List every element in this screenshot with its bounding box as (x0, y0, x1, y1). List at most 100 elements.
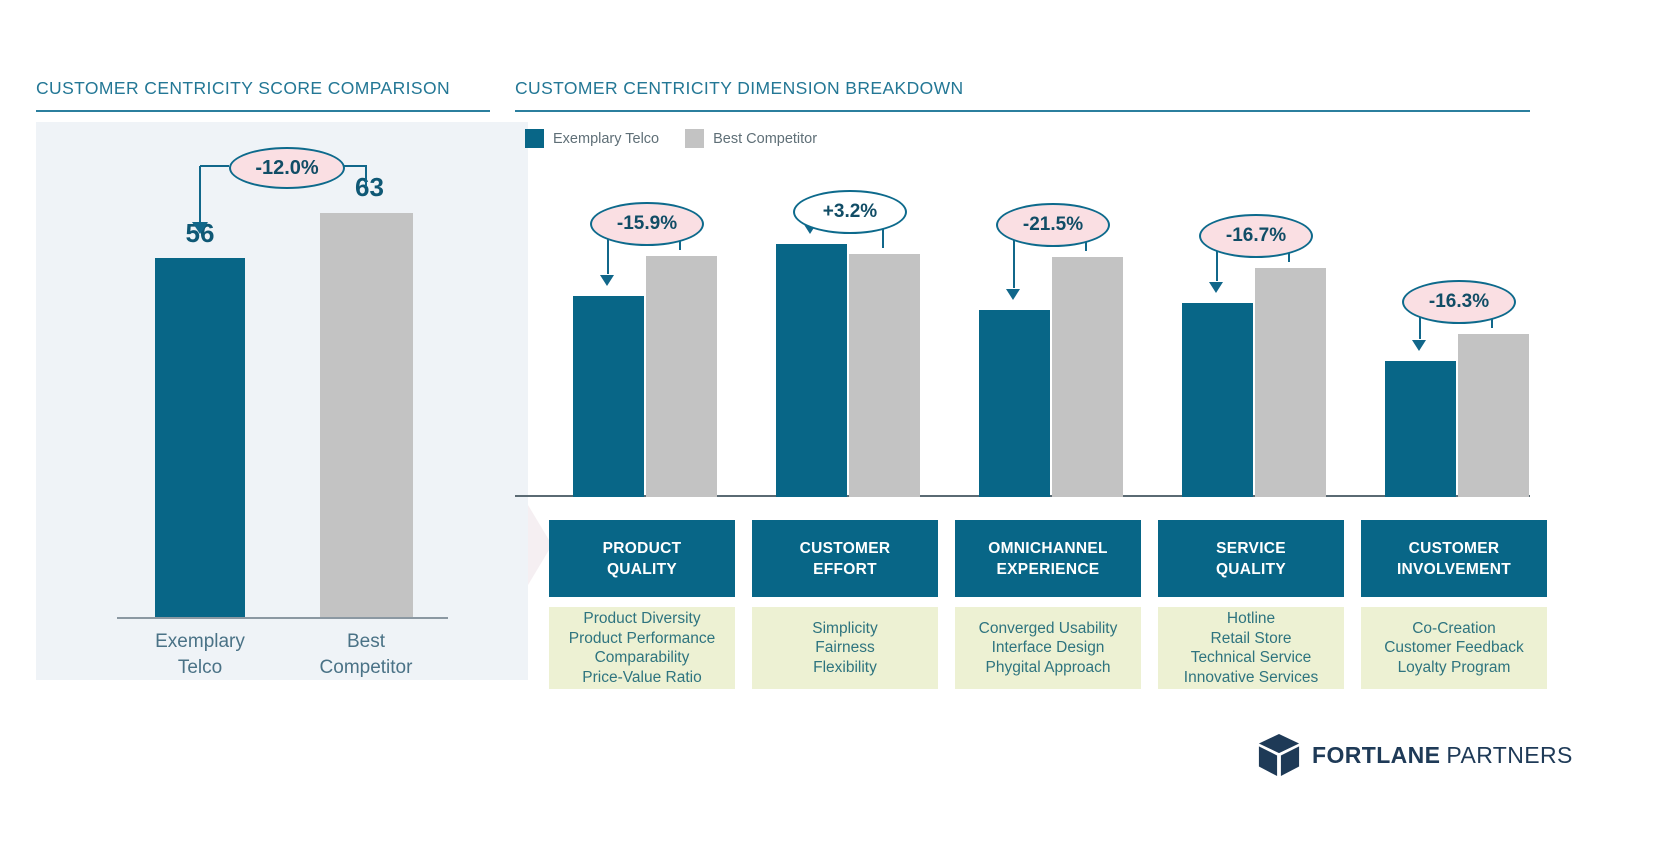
category-line: Best (346, 631, 386, 652)
logo-brand-bold: FORTLANE (1312, 741, 1441, 768)
header-line: QUALITY (606, 560, 678, 578)
dimension-column-service-quality: -16.7% SERVICE QUALITY Hotline Retail St… (1158, 170, 1344, 689)
dimension-column-product-quality: -15.9% PRODUCT QUALITY Product Diversity… (549, 170, 735, 689)
delta-bubble: -12.0% (229, 147, 345, 189)
legend-swatch-gray-icon (685, 129, 705, 148)
header-line: EFFORT (813, 560, 877, 578)
connector-line (341, 165, 367, 167)
delta-bubble: -16.3% (1402, 280, 1516, 324)
dimension-header: CUSTOMER INVOLVEMENT (1361, 520, 1547, 597)
connector-line (1419, 300, 1421, 339)
item-line: Converged Usability (978, 619, 1118, 637)
category-label-competitor: Best Competitor (286, 629, 446, 681)
delta-bubble: -16.7% (1199, 214, 1313, 258)
delta-bubble: -15.9% (590, 202, 704, 246)
bar-best-competitor (1255, 268, 1326, 497)
header-line: CUSTOMER (799, 539, 891, 557)
header-line: QUALITY (1215, 560, 1287, 578)
plot-cell: -15.9% (549, 170, 735, 497)
bar-exemplary-telco (1385, 361, 1456, 497)
item-line: Retail Store (1210, 629, 1292, 647)
connector-line (1216, 234, 1218, 281)
bar-exemplary-telco (155, 258, 245, 617)
legend-entry-competitor: Best Competitor (685, 129, 817, 148)
item-line: Product Performance (568, 629, 716, 647)
dimension-items: Simplicity Fairness Flexibility (752, 607, 938, 689)
arrow-down-icon (600, 275, 614, 286)
bar-best-competitor (646, 256, 717, 497)
arrow-down-icon (803, 223, 817, 234)
x-axis-line (117, 617, 448, 619)
connector-line (1013, 223, 1015, 288)
item-line: Hotline (1226, 610, 1276, 627)
delta-bubble: -21.5% (996, 203, 1110, 247)
legend-label: Exemplary Telco (553, 130, 660, 147)
plot-cell: -21.5% (955, 170, 1141, 497)
arrow-down-icon (192, 222, 208, 234)
dimension-items: Hotline Retail Store Technical Service I… (1158, 607, 1344, 689)
item-line: Price-Value Ratio (582, 668, 702, 686)
category-label-exemplary: Exemplary Telco (120, 629, 280, 681)
dimension-column-customer-involvement: -16.3% CUSTOMER INVOLVEMENT Co-Creation … (1361, 170, 1547, 689)
item-line: Innovative Services (1183, 668, 1319, 686)
connector-line (607, 222, 609, 274)
legend-entry-exemplary: Exemplary Telco (525, 129, 659, 148)
bar-exemplary-telco (776, 244, 847, 497)
plot-cell: -16.3% (1361, 170, 1547, 497)
score-chart: 56 63 Exemplary Telco Best Competitor -1… (36, 122, 552, 681)
delta-bubble: +3.2% (793, 190, 907, 234)
dimension-items: Co-Creation Customer Feedback Loyalty Pr… (1361, 607, 1547, 689)
logo-brand-regular: PARTNERS (1446, 741, 1573, 768)
dimension-column-customer-effort: +3.2% CUSTOMER EFFORT Simplicity Fairnes… (752, 170, 938, 689)
bar-exemplary-telco (1182, 303, 1253, 497)
dimension-column-omnichannel-experience: -21.5% OMNICHANNEL EXPERIENCE Converged … (955, 170, 1141, 689)
header-line: INVOLVEMENT (1396, 560, 1512, 578)
bar-exemplary-telco (573, 296, 644, 497)
category-line: Competitor (319, 657, 413, 678)
item-line: Phygital Approach (985, 658, 1111, 676)
plot-cell: +3.2% (752, 170, 938, 497)
connector-line (199, 166, 201, 222)
header-line: PRODUCT (602, 539, 682, 557)
header-line: EXPERIENCE (996, 560, 1100, 578)
breakdown-chart-title: CUSTOMER CENTRICITY DIMENSION BREAKDOWN (515, 78, 1530, 112)
bar-best-competitor (849, 254, 920, 497)
item-line: Fairness (815, 639, 875, 657)
arrow-down-icon (1006, 289, 1020, 300)
dimension-items: Converged Usability Interface Design Phy… (955, 607, 1141, 689)
bar-best-competitor (1052, 257, 1123, 497)
bar-best-competitor (1458, 334, 1529, 497)
header-line: SERVICE (1216, 539, 1286, 557)
connector-line (200, 165, 229, 167)
dimension-items: Product Diversity Product Performance Co… (549, 607, 735, 689)
category-line: Telco (177, 657, 223, 678)
bar-exemplary-telco (979, 310, 1050, 497)
breakdown-chart: -15.9% PRODUCT QUALITY Product Diversity… (549, 170, 1547, 689)
legend-swatch-teal-icon (525, 129, 544, 148)
dimension-header: CUSTOMER EFFORT (752, 520, 938, 597)
item-line: Product Diversity (583, 610, 701, 627)
category-line: Exemplary (155, 631, 245, 652)
arrow-down-icon (1209, 282, 1223, 293)
bar-best-competitor (320, 213, 413, 617)
legend: Exemplary Telco Best Competitor (525, 129, 817, 148)
item-line: Customer Feedback (1384, 639, 1524, 657)
item-line: Co-Creation (1412, 619, 1496, 637)
dimension-header: PRODUCT QUALITY (549, 520, 735, 597)
item-line: Technical Service (1190, 649, 1312, 666)
header-line: OMNICHANNEL (988, 539, 1108, 557)
header-line: CUSTOMER (1408, 539, 1500, 557)
connector-line (365, 166, 367, 187)
item-line: Loyalty Program (1397, 658, 1511, 676)
item-line: Comparability (594, 649, 690, 666)
value-label-competitor: 63 (355, 172, 384, 202)
dimension-header: SERVICE QUALITY (1158, 520, 1344, 597)
item-line: Simplicity (812, 619, 878, 637)
panel-arrow-right-icon (528, 505, 552, 585)
plot-cell: -16.7% (1158, 170, 1344, 497)
arrow-down-icon (1412, 340, 1426, 351)
cube-logo-icon (1258, 733, 1300, 777)
score-chart-title: CUSTOMER CENTRICITY SCORE COMPARISON (36, 78, 490, 112)
